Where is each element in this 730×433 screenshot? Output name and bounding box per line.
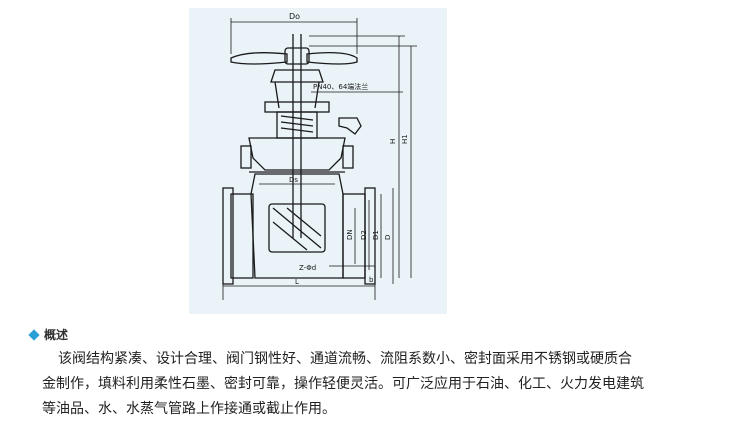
right-flange xyxy=(364,187,376,285)
label-pn-note: PN40、64端法兰 xyxy=(313,82,368,91)
dimension-lines xyxy=(222,18,417,300)
label-do: Do xyxy=(289,12,300,21)
label-bolt: Z-Φd xyxy=(299,264,316,272)
overview-line-1: 该阀结构紧凑、设计合理、阀门钢性好、通道流畅、流阻系数小、密封面采用不锈钢或硬质… xyxy=(58,351,632,367)
valve-geometry xyxy=(222,34,376,285)
bonnet-bolt-left xyxy=(240,145,252,169)
gland-flange xyxy=(264,101,330,113)
yoke-top xyxy=(270,69,324,83)
overview-line-2: 金制作，填料利用柔性石墨、密封可靠，操作轻便灵活。可广泛应用于石油、化工、火力发… xyxy=(42,376,644,392)
valve-drawing: Do PN40、64端法兰 H H1 Ds DN D2 D1 D Z-Φd b … xyxy=(189,8,447,314)
yoke-left xyxy=(274,81,280,109)
bonnet-bolt-right xyxy=(342,145,354,169)
overview-title: 概述 xyxy=(44,328,69,342)
overview-line-3: 等油品、水、水蒸气管路上作接通或截止作用。 xyxy=(42,401,336,417)
label-h1: H1 xyxy=(401,134,409,144)
bonnet xyxy=(248,137,346,171)
handwheel-right-spoke xyxy=(306,52,358,65)
label-l: L xyxy=(295,278,299,286)
label-ds: Ds xyxy=(289,176,298,184)
label-d2: D2 xyxy=(360,230,368,240)
handwheel-hub xyxy=(284,47,310,65)
handwheel-left-spoke xyxy=(230,52,288,65)
dimension-labels: Do PN40、64端法兰 H H1 Ds DN D2 D1 D Z-Φd b … xyxy=(289,12,409,286)
valve-body xyxy=(250,173,344,279)
diamond-bullet-icon xyxy=(28,328,40,341)
gate-wedge xyxy=(268,203,326,253)
label-h: H xyxy=(389,139,397,144)
left-pipe-end xyxy=(230,193,254,279)
label-dn: DN xyxy=(346,229,354,240)
yoke-right xyxy=(314,81,320,109)
left-flange xyxy=(222,187,234,285)
overview-description: 该阀结构紧凑、设计合理、阀门钢性好、通道流畅、流阻系数小、密封面采用不锈钢或硬质… xyxy=(42,347,718,422)
packing-hatch xyxy=(280,115,314,133)
wedge-hatch xyxy=(272,207,322,251)
label-d: D xyxy=(384,235,392,240)
valve-diagram-svg: Do PN40、64端法兰 H H1 Ds DN D2 D1 D Z-Φd b … xyxy=(222,12,417,300)
flange-detail-insert xyxy=(338,117,362,135)
overview-header: 概述 xyxy=(28,326,69,343)
label-d1: D1 xyxy=(372,230,380,240)
label-b: b xyxy=(369,276,374,284)
